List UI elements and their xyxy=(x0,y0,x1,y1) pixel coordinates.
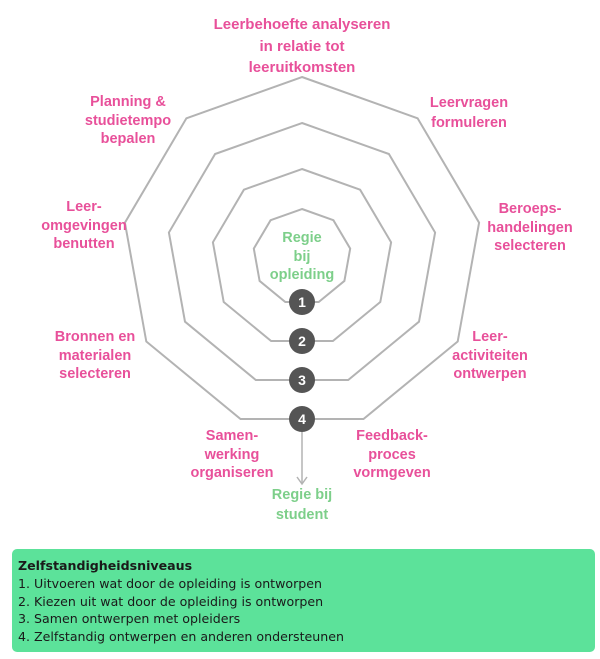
level-marker-number: 1 xyxy=(298,294,306,310)
aspect-label-line: Leer- xyxy=(472,329,508,345)
aspect-label-line: activiteiten xyxy=(452,347,528,364)
legend-item: 4. Zelfstandig ontwerpen en anderen onde… xyxy=(18,629,344,645)
level-marker-number: 2 xyxy=(298,333,306,349)
aspect-label-line: selecteren xyxy=(59,366,131,382)
level-marker-circle xyxy=(289,367,315,393)
legend-item: 3. Samen ontwerpen met opleiders xyxy=(18,611,241,627)
outer-label-line: Regie bij xyxy=(271,487,333,503)
center-label-line: bij xyxy=(293,248,311,265)
aspect-label-line: Leervragen xyxy=(429,95,509,111)
aspect-label-line: Samen- xyxy=(205,428,259,444)
aspect-label-bronnen: Bronnen en materialen selecteren xyxy=(55,328,136,384)
aspect-label-line: ontwerpen xyxy=(453,366,527,382)
outer-label: Regie bij student xyxy=(272,485,332,525)
level-marker-1: 1 xyxy=(289,289,315,315)
legend-title: Zelfstandigheidsniveaus xyxy=(18,558,193,573)
legend-item: 2. Kiezen uit wat door de opleiding is o… xyxy=(18,593,324,609)
center-label-line: opleiding xyxy=(269,267,335,283)
level-marker-4: 4 xyxy=(289,406,315,432)
aspect-label-line: Beroeps- xyxy=(498,201,562,217)
aspect-label-line: benutten xyxy=(53,236,115,252)
aspect-label-line: werking xyxy=(204,446,260,463)
center-label-line: Regie xyxy=(282,230,322,246)
aspect-label-line: handelingen xyxy=(487,219,573,236)
aspect-label-feedbackproces: Feedback- proces vormgeven xyxy=(353,427,430,483)
level-marker-2: 2 xyxy=(289,328,315,354)
aspect-label-beroepshandelingen: Beroeps- handelingen selecteren xyxy=(487,200,572,256)
aspect-label-line: formuleren xyxy=(431,114,507,131)
aspect-label-line: Leer- xyxy=(66,199,102,215)
level-marker-3: 3 xyxy=(289,367,315,393)
aspect-label-line: Planning & xyxy=(90,94,166,110)
aspect-label-line: organiseren xyxy=(190,465,274,481)
aspect-label-line: Leerbehoefte analyseren xyxy=(213,16,391,33)
level-marker-circle xyxy=(289,406,315,432)
legend-box: Zelfstandigheidsniveaus 1. Uitvoeren wat… xyxy=(12,549,595,652)
aspect-label-line: materialen xyxy=(58,347,132,364)
aspect-label-line: leeruitkomsten xyxy=(248,59,356,76)
aspect-label-samenwerking: Samen- werking organiseren xyxy=(191,427,274,483)
aspect-label-line: vormgeven xyxy=(353,465,431,481)
aspect-label-line: bepalen xyxy=(100,131,156,147)
level-marker-circle xyxy=(289,289,315,315)
level-marker-number: 4 xyxy=(298,411,306,427)
level-marker-number: 3 xyxy=(298,372,306,388)
arrow-head-icon xyxy=(296,476,308,486)
aspect-label-leeractiviteiten: Leer- activiteiten ontwerpen xyxy=(452,328,528,384)
aspect-label-line: Bronnen en xyxy=(54,329,136,345)
legend-item: 1. Uitvoeren wat door de opleiding is on… xyxy=(18,575,323,591)
outer-label-line: student xyxy=(275,507,329,523)
aspect-label-leerbehoefte: Leerbehoefte analyseren in relatie tot l… xyxy=(214,14,391,79)
aspect-label-leeromgevingen: Leer- omgevingen benutten xyxy=(41,198,126,254)
aspect-label-line: selecteren xyxy=(494,238,566,254)
aspect-label-line: Feedback- xyxy=(356,428,428,444)
aspect-label-planning: Planning & studietempo bepalen xyxy=(85,93,171,149)
autonomy-diagram: 1 2 3 4 xyxy=(123,75,481,486)
center-label: Regie bij opleiding xyxy=(270,229,334,285)
level-marker-circle xyxy=(289,328,315,354)
direction-arrow xyxy=(296,432,308,486)
aspect-label-line: omgevingen xyxy=(41,217,127,234)
aspect-label-line: proces xyxy=(368,446,416,463)
level-markers: 1 2 3 4 xyxy=(289,289,315,432)
aspect-label-line: studietempo xyxy=(84,112,172,129)
aspect-label-line: in relatie tot xyxy=(259,37,345,55)
aspect-label-leervragen: Leervragen formuleren xyxy=(430,94,508,133)
